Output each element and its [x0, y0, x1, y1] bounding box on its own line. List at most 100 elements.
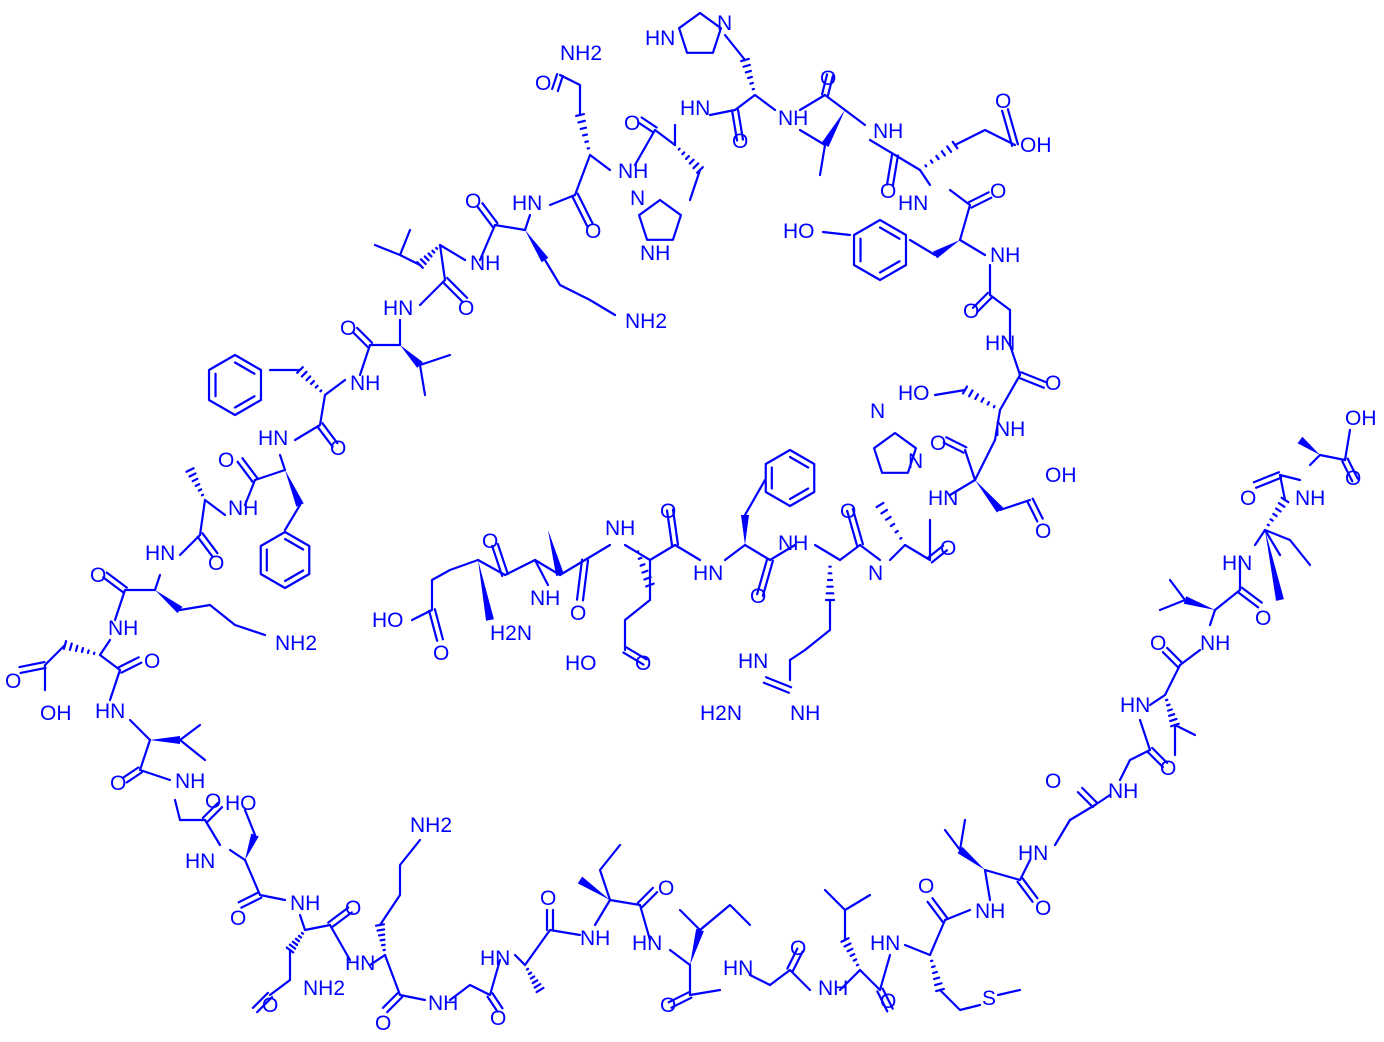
bond [823, 888, 847, 942]
atom-label-o: O [840, 500, 856, 523]
stereo-hash [531, 979, 539, 985]
stereo-hash [431, 249, 436, 254]
double-bond [967, 191, 990, 204]
double-bond [196, 535, 214, 558]
atom-label-o: O [1150, 632, 1166, 655]
bond [983, 868, 1022, 882]
double-bond [1161, 651, 1179, 669]
double-bond [556, 74, 564, 93]
atom-label-nh2: NH2 [410, 814, 452, 837]
bond [138, 738, 152, 772]
double-bond [926, 900, 944, 923]
atom-label-o: O [1160, 757, 1176, 780]
atom-label-o: O [345, 897, 361, 920]
stereo-hash [692, 162, 700, 170]
atom-label-nh: NH [790, 702, 820, 725]
atom-label-hn: HN [258, 427, 288, 450]
stereo-hash [1275, 507, 1282, 513]
bond [173, 798, 182, 822]
stereo-hash [423, 255, 430, 262]
atom-label-nh: NH [1200, 632, 1230, 655]
stereo-hash [577, 119, 587, 124]
atom-label-nh: NH [428, 992, 458, 1015]
bond [128, 718, 152, 742]
bond [293, 423, 322, 442]
stereo-hash [377, 933, 386, 937]
double-bond [670, 996, 693, 1009]
bond [503, 558, 537, 577]
double-bond [441, 281, 464, 304]
atom-label-o: O [624, 112, 640, 135]
atom-label-o: O [205, 790, 221, 813]
bond [798, 128, 827, 147]
stereo-hash [376, 928, 386, 932]
atom-label-hn: HN [870, 932, 900, 955]
double-bond [551, 72, 559, 91]
bond [138, 768, 172, 782]
bond [398, 993, 427, 1002]
bond [328, 923, 352, 962]
double-bond [486, 995, 499, 1013]
atom-label-hn: HN [185, 850, 215, 873]
atom-label-o: O [90, 564, 106, 587]
bond [733, 93, 757, 112]
stereo-hash [1169, 717, 1178, 723]
bond [838, 543, 862, 562]
atom-label-o: O [1045, 372, 1061, 395]
bond [243, 858, 262, 897]
atom-label-hn: HN [512, 192, 542, 215]
stereo-hash [742, 63, 751, 68]
double-bond [240, 896, 263, 909]
atom-label-hn: HN [345, 952, 375, 975]
bond [673, 543, 702, 562]
bond [298, 913, 307, 932]
bond [608, 898, 642, 907]
bond [323, 378, 347, 397]
stereo-hash [875, 501, 885, 509]
double-bond [576, 192, 594, 225]
atom-label-nh: NH [1295, 487, 1325, 510]
bond [253, 468, 287, 482]
stereo-hash [300, 370, 308, 378]
bond [823, 93, 847, 112]
double-bond [251, 991, 269, 1009]
atom-label-o: O [1035, 520, 1051, 543]
atom-label-o: O [465, 190, 481, 213]
double-bond [826, 74, 835, 97]
double-bond [1237, 591, 1260, 609]
aromatic-bond [788, 487, 810, 501]
bond [743, 543, 772, 562]
atom-label-o: O [820, 67, 836, 90]
bond [633, 128, 657, 167]
aromatic-bond [233, 395, 256, 409]
bond [1173, 723, 1197, 737]
atom-label-oh: OH [1345, 407, 1377, 430]
bond [788, 598, 832, 662]
double-bond [241, 457, 259, 480]
bond [903, 543, 932, 562]
atom-label-hn: HN [1018, 842, 1048, 865]
stereo-hash [852, 958, 858, 962]
double-bond [19, 666, 47, 675]
stereo-hash [291, 940, 299, 947]
atom-label-nh: NH [228, 497, 258, 520]
bond [543, 258, 617, 317]
bond [688, 988, 722, 997]
double-bond [120, 661, 143, 674]
double-bond [581, 559, 590, 602]
atom-label-oh: OH [1020, 134, 1052, 157]
stereo-wedge [548, 530, 564, 577]
double-bond [105, 571, 128, 589]
double-bond [625, 646, 648, 661]
atom-label-o: O [218, 449, 234, 472]
stereo-hash [584, 140, 590, 144]
stereo-hash [188, 472, 197, 478]
double-bond [876, 990, 889, 1013]
bond [448, 983, 472, 1002]
double-bond [730, 109, 739, 142]
double-bond [756, 558, 769, 596]
bond [243, 478, 257, 507]
bond [993, 408, 1002, 442]
double-bond [491, 992, 504, 1010]
double-bond [476, 205, 494, 228]
